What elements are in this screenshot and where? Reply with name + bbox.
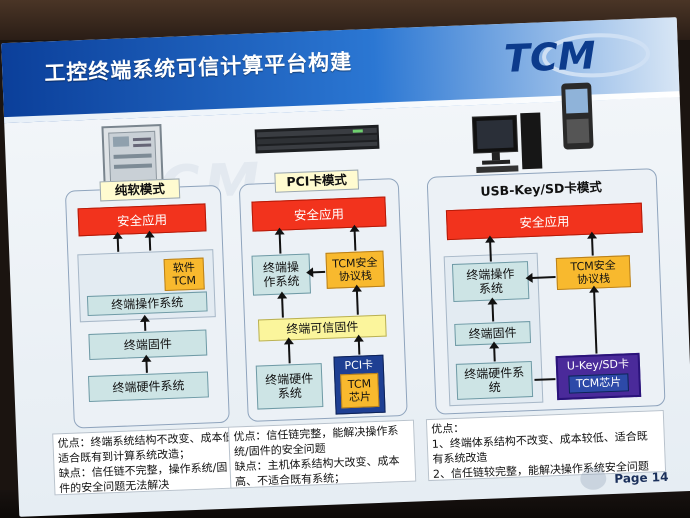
soft-software-tcm: 软件 TCM: [163, 257, 205, 292]
usb-terminal-hardware: 终端硬件系 统: [455, 361, 534, 400]
handheld-terminal-icon: [561, 82, 594, 150]
soft-arrow-hardware-firmware: [145, 360, 148, 373]
soft-terminal-hardware: 终端硬件系统: [87, 371, 209, 403]
pci-mode-notes: 优点：信任链完整，能解决操作系 统/固件的安全问题 缺点：主机体系结构大改变、成…: [228, 419, 417, 489]
soft-arrow-firmware-os: [143, 320, 147, 331]
soft-mode-notes: 优点：终端系统结构不改变、成本低、 适合既有到计算系统改造； 缺点：信任链不完整…: [52, 426, 245, 496]
soft-security-app: 安全应用: [77, 203, 207, 237]
pci-tcm-stack: TCM安全 协议栈: [325, 250, 385, 289]
panel-pci-title: PCI卡模式: [274, 169, 360, 193]
usb-terminal-os: 终端操作 系统: [451, 261, 530, 302]
pci-security-app: 安全应用: [251, 196, 387, 232]
desktop-pc-icon: [471, 112, 543, 173]
panel-soft-title: 纯软模式: [99, 178, 181, 202]
rack-server-icon: [254, 124, 380, 154]
ghost-logo-icon: [579, 467, 607, 491]
usb-tcm-chip: TCM芯片: [568, 373, 629, 394]
tcm-logo-icon: TCM: [503, 33, 651, 81]
presentation-slide: 工控终端系统可信计算平台构建 TCM TCM 纯软模式 安全应用: [1, 17, 690, 517]
page-number: Page 14: [614, 469, 669, 486]
pci-terminal-os: 终端操 作系统: [251, 253, 311, 296]
svg-text:TCM: TCM: [503, 33, 596, 80]
pci-terminal-hardware: 终端硬件 系统: [255, 363, 324, 410]
pci-tcm-chip: TCM 芯片: [340, 372, 380, 409]
